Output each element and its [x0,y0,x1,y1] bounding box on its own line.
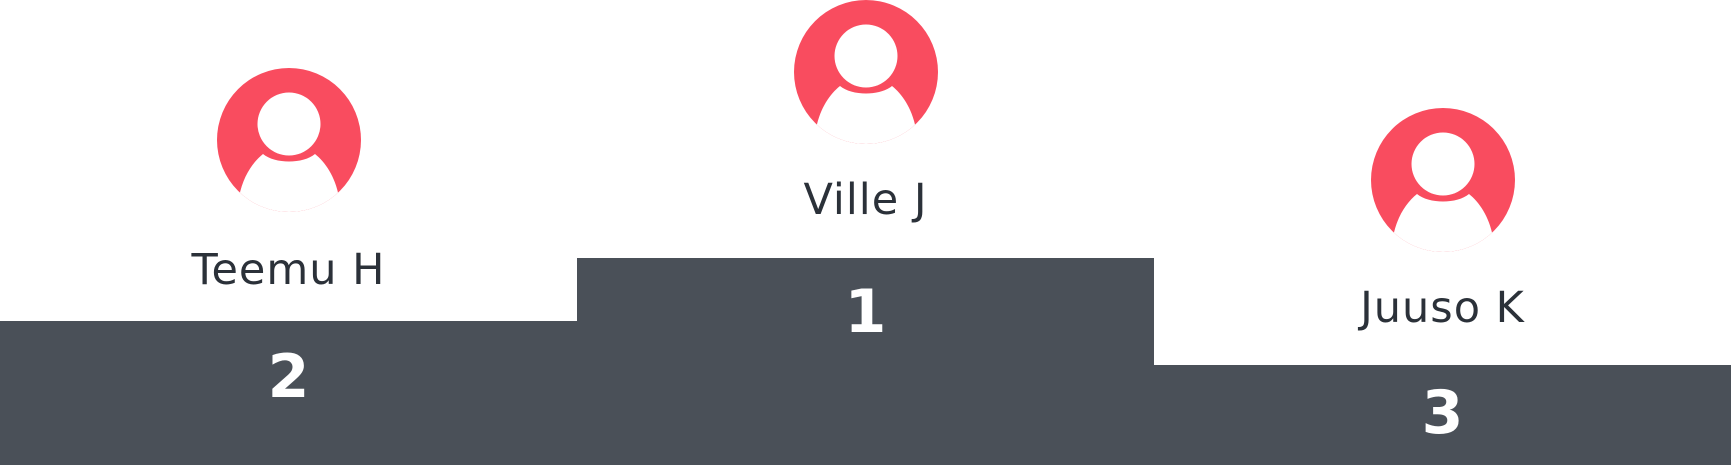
podium-slot-second: Teemu H 2 [0,0,577,465]
podium-slot-first: Ville J 1 [577,0,1154,465]
user-avatar-icon [1370,108,1515,252]
rank-number: 2 [267,342,310,412]
user-avatar-icon [793,0,938,144]
podium-step: 3 [1154,365,1731,465]
podium-step: 2 [0,321,577,465]
user-avatar-icon [216,68,361,212]
podium-slot-third: Juuso K 3 [1154,0,1731,465]
player-name: Teemu H [191,245,386,295]
player-name: Ville J [803,175,928,225]
rank-number: 1 [844,277,887,347]
podium-step: 1 [577,258,1154,465]
player-name: Juuso K [1360,283,1525,333]
rank-number: 3 [1421,378,1464,448]
